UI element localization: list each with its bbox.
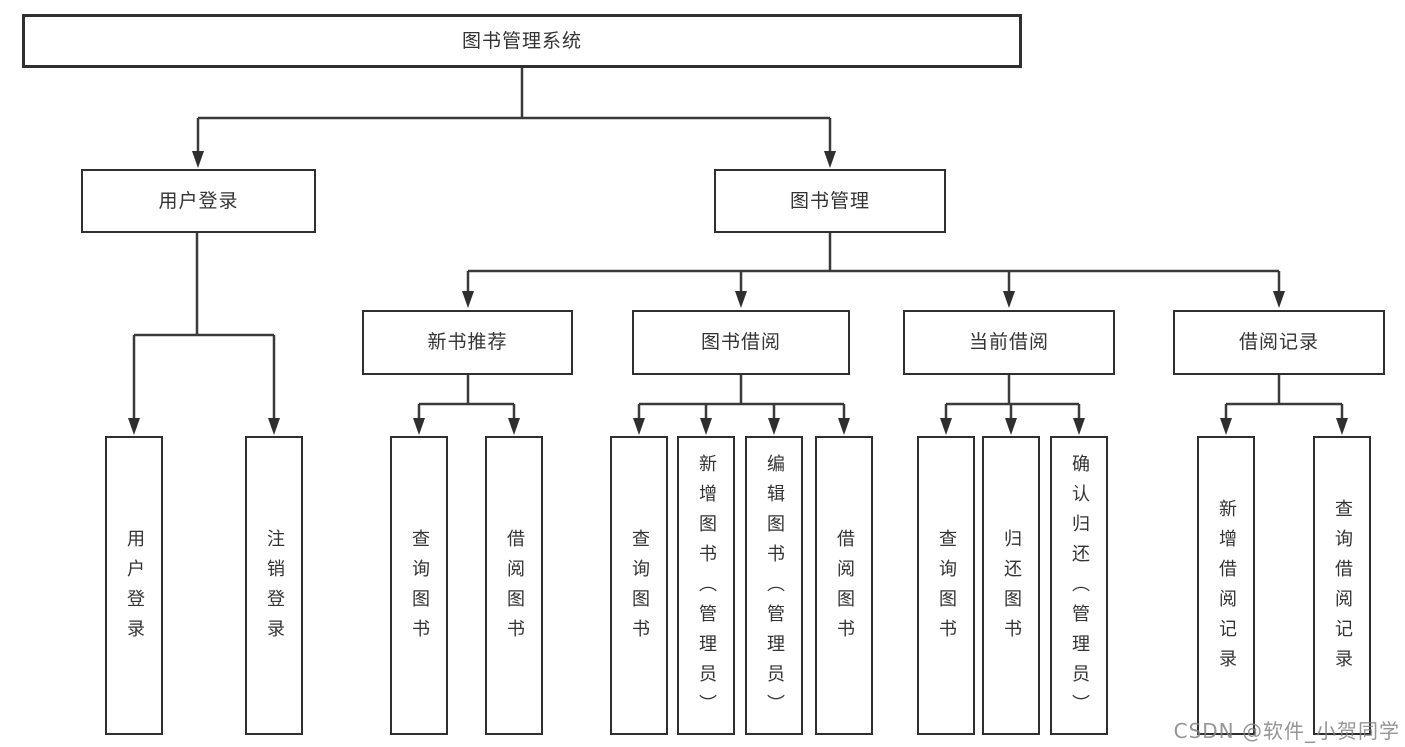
leaf-edit-book-admin: 编辑图书（管理员）: [745, 436, 803, 735]
leaf-logout: 注销登录: [245, 436, 303, 735]
node-book-management: 图书管理: [714, 169, 946, 233]
node-borrow-records: 借阅记录: [1173, 310, 1385, 375]
node-current-borrow: 当前借阅: [903, 310, 1115, 375]
node-book-borrow: 图书借阅: [632, 310, 850, 375]
leaf-borrow-books: 借阅图书: [815, 436, 873, 735]
leaf-user-login: 用户登录: [105, 436, 163, 735]
leaf-query-books-borrow: 查询图书: [610, 436, 668, 735]
leaf-query-borrow-record: 查询借阅记录: [1313, 436, 1371, 735]
leaf-query-books-recommend: 查询图书: [390, 436, 448, 735]
leaf-borrow-books-recommend: 借阅图书: [485, 436, 543, 735]
leaf-return-book: 归还图书: [982, 436, 1040, 735]
leaf-add-book-admin: 新增图书（管理员）: [677, 436, 735, 735]
leaf-query-books-current: 查询图书: [917, 436, 975, 735]
node-new-book-recommend: 新书推荐: [362, 310, 573, 375]
node-user-login: 用户登录: [81, 169, 316, 233]
leaf-confirm-return-admin: 确认归还（管理员）: [1050, 436, 1108, 735]
node-library-management-system: 图书管理系统: [22, 14, 1022, 68]
leaf-add-borrow-record: 新增借阅记录: [1197, 436, 1255, 735]
